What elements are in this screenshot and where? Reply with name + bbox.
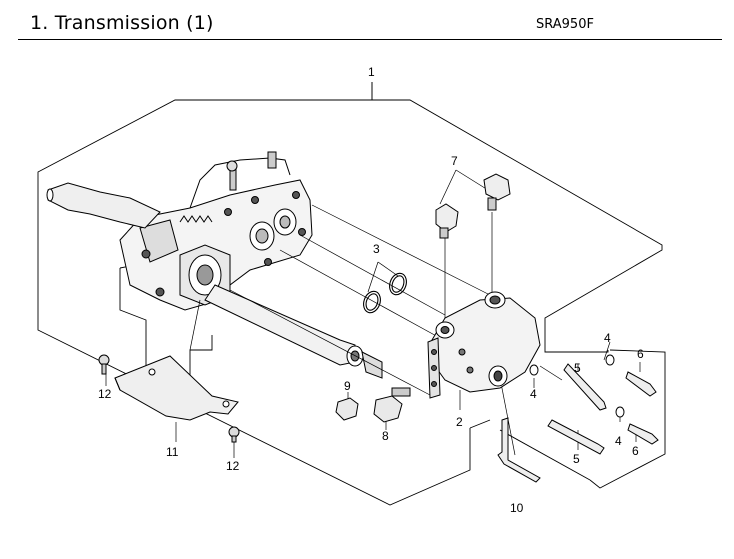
bolts-and-washers xyxy=(529,354,659,455)
callout-9: 9 xyxy=(344,379,351,393)
callout-11: 11 xyxy=(166,445,179,459)
skid-plate xyxy=(114,355,239,421)
transmission-housing xyxy=(119,151,313,311)
callout-12-right: 12 xyxy=(226,459,240,473)
callout-6-top: 6 xyxy=(637,347,644,361)
callout-8: 8 xyxy=(382,429,389,443)
callout-4-top: 4 xyxy=(604,331,611,345)
input-shaft xyxy=(46,182,161,229)
header-divider xyxy=(18,39,722,40)
hydraulic-pump-unit xyxy=(427,291,541,399)
callout-4-bottom: 4 xyxy=(615,434,622,448)
callout-3: 3 xyxy=(373,242,380,256)
callout-5-top: 5 xyxy=(574,361,581,375)
callout-6-bottom: 6 xyxy=(632,444,639,458)
axle-shaft xyxy=(204,284,383,379)
elbow-fittings xyxy=(435,173,511,239)
o-rings xyxy=(363,272,407,314)
screws xyxy=(98,354,240,443)
assembly-outline xyxy=(37,82,666,506)
sensors xyxy=(335,387,411,423)
callout-4-mid: 4 xyxy=(530,387,537,401)
model-code: SRA950F xyxy=(536,17,594,32)
callout-1: 1 xyxy=(368,65,375,79)
page-title: 1. Transmission (1) xyxy=(30,12,214,34)
callout-7: 7 xyxy=(451,154,458,168)
callout-12-left: 12 xyxy=(98,387,112,401)
mounting-bracket xyxy=(497,417,541,483)
callout-10: 10 xyxy=(510,501,524,515)
callout-2: 2 xyxy=(456,415,463,429)
callout-5-bottom: 5 xyxy=(573,452,580,466)
